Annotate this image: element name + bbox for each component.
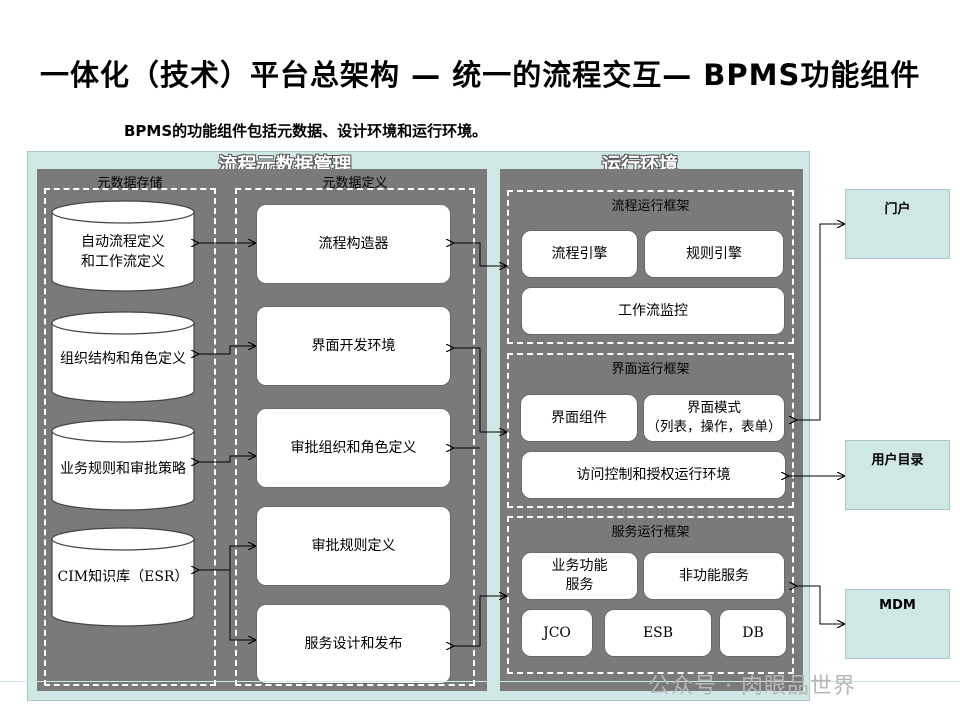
service-design-box: 服务设计和发布 xyxy=(256,604,451,684)
storage-cylinder-workflow: 自动流程定义 和工作流定义 xyxy=(51,200,195,292)
metadata-storage-label: 元数据存储 xyxy=(97,176,163,191)
ui-runtime-group xyxy=(507,353,794,508)
storage-item-label: 自动流程定义 和工作流定义 xyxy=(81,234,165,270)
rule-engine-box: 规则引擎 xyxy=(644,230,784,278)
page-subtitle: BPMS的功能组件包括元数据、设计环境和运行环境。 xyxy=(124,122,488,140)
cylinder-icon xyxy=(51,200,195,292)
ui-runtime-label: 界面运行框架 xyxy=(611,362,690,377)
approval-org-role-box: 审批组织和角色定义 xyxy=(256,408,451,488)
process-builder-box: 流程构造器 xyxy=(256,204,451,284)
service-runtime-label: 服务运行框架 xyxy=(611,525,690,540)
process-engine-box: 流程引擎 xyxy=(521,230,638,278)
access-control-box: 访问控制和授权运行环境 xyxy=(521,451,786,499)
storage-item-label: 业务规则和审批策略 xyxy=(60,461,186,477)
page-title: 一体化（技术）平台总架构 — 统一的流程交互— BPMS功能组件 xyxy=(40,58,921,92)
db-box: DB xyxy=(719,609,787,657)
process-runtime-label: 流程运行框架 xyxy=(611,199,690,214)
storage-cylinder-org: 组织结构和角色定义 xyxy=(51,311,195,403)
cylinder-icon xyxy=(51,527,195,627)
cylinder-icon xyxy=(51,311,195,403)
bottom-divider xyxy=(0,681,960,682)
mdm-box: MDM xyxy=(845,589,950,659)
esb-box: ESB xyxy=(604,609,712,657)
metadata-definition-label: 元数据定义 xyxy=(322,176,388,191)
storage-item-label: CIM知识库（ESR） xyxy=(57,569,189,585)
ui-component-box: 界面组件 xyxy=(520,394,638,442)
storage-item-label: 组织结构和角色定义 xyxy=(60,351,186,367)
jco-box: JCO xyxy=(521,609,593,657)
metadata-storage-group xyxy=(44,188,216,686)
user-directory-box: 用户目录 xyxy=(845,440,950,510)
ui-dev-env-box: 界面开发环境 xyxy=(256,306,451,386)
ui-pattern-box: 界面模式 （列表，操作，表单） xyxy=(643,394,785,442)
non-functional-service-box: 非功能服务 xyxy=(643,552,785,600)
portal-box: 门户 xyxy=(845,189,950,259)
business-service-box: 业务功能 服务 xyxy=(521,552,638,600)
workflow-monitor-box: 工作流监控 xyxy=(521,287,785,335)
watermark: 公众号 · 肉眼品世界 xyxy=(648,674,856,699)
approval-rules-box: 审批规则定义 xyxy=(256,506,451,586)
storage-cylinder-esr: CIM知识库（ESR） xyxy=(51,527,195,627)
storage-cylinder-rules: 业务规则和审批策略 xyxy=(51,419,195,511)
metadata-definition-group xyxy=(235,188,475,686)
cylinder-icon xyxy=(51,419,195,511)
